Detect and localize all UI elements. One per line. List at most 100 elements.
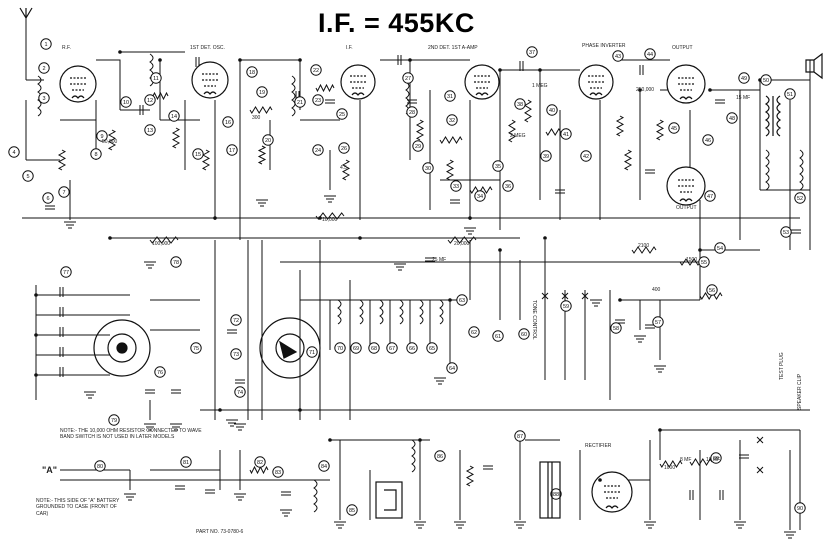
value-c-15mf: 15 MF	[736, 95, 751, 101]
callout-number-59: 59	[563, 304, 569, 310]
resistor-7	[257, 145, 267, 165]
callout-34: 34	[474, 190, 486, 202]
callout-number-85: 85	[349, 508, 355, 514]
callout-number-48: 48	[729, 116, 735, 122]
resistor-15	[508, 119, 516, 143]
callout-11: 11	[150, 72, 162, 84]
callout-number-51: 51	[787, 92, 793, 98]
callout-number-74: 74	[237, 390, 243, 396]
callout-number-25: 25	[339, 112, 345, 118]
coil-12	[313, 479, 318, 513]
callout-57: 57	[652, 316, 664, 328]
capacitor-19	[59, 327, 64, 337]
callout-number-36: 36	[505, 184, 511, 190]
callout-number-60: 60	[521, 332, 527, 338]
coil-6	[379, 299, 384, 325]
callout-number-82: 82	[257, 460, 263, 466]
ground-5	[394, 263, 406, 271]
callout-number-68: 68	[371, 346, 377, 352]
callout-24: 24	[312, 144, 324, 156]
coil-5	[359, 299, 364, 325]
tube-det-osc	[191, 61, 229, 99]
junction-dot-13	[468, 216, 472, 220]
capacitor-29	[205, 489, 215, 494]
callout-5: 5	[22, 170, 34, 182]
callout-51: 51	[784, 88, 796, 100]
value-r-10000: 10,000	[322, 217, 338, 223]
capacitor-11	[555, 189, 565, 194]
part-number: PART NO. 73-0780-6	[196, 529, 244, 535]
callout-number-33: 33	[453, 184, 459, 190]
callout-number-57: 57	[655, 320, 661, 326]
tube-output-top	[666, 64, 706, 104]
callout-number-62: 62	[471, 330, 477, 336]
junction-dot-20	[328, 438, 332, 442]
ground-22	[734, 521, 746, 529]
callout-8: 8	[90, 148, 102, 160]
junction-dot-8	[638, 88, 642, 92]
resistor-23	[631, 246, 657, 254]
ground-2	[144, 261, 156, 269]
junction-dot-4	[298, 58, 302, 62]
junction-dot-12	[318, 216, 322, 220]
callout-number-31: 31	[447, 94, 453, 100]
capacitor-30	[281, 491, 291, 496]
note-battery-ground: NOTE:- THIS SIDE OF "A" BATTERY GROUNDED…	[36, 498, 120, 517]
callout-71: 71	[306, 346, 318, 358]
battery-terminal-label: "A"	[42, 465, 58, 475]
callout-number-35: 35	[495, 164, 501, 170]
callout-number-45: 45	[671, 126, 677, 132]
label-tone-control: TONE CONTROL	[531, 300, 537, 340]
resistor-29	[659, 460, 683, 468]
callout-number-54: 54	[717, 246, 723, 252]
callout-64: 64	[446, 362, 458, 374]
value-c-8mf: 8 MF	[680, 457, 692, 463]
note-resistor-switch: NOTE:- THE 10,000 OHM RESISTOR CONNECTED…	[60, 428, 202, 441]
callout-number-52: 52	[797, 196, 803, 202]
callout-90: 90	[794, 502, 806, 514]
callout-number-44: 44	[647, 52, 653, 58]
callout-81: 81	[180, 456, 192, 468]
junction-dot-6	[498, 68, 502, 72]
callout-79: 79	[108, 414, 120, 426]
callout-number-53: 53	[783, 230, 789, 236]
callout-number-78: 78	[173, 260, 179, 266]
capacitor-6	[325, 99, 335, 104]
callout-number-79: 79	[111, 418, 117, 424]
value-r-2100: 2100	[638, 243, 650, 249]
junction-dot-11	[213, 216, 217, 220]
band-switch-wafer-left	[93, 319, 151, 377]
callout-number-70: 70	[337, 346, 343, 352]
resistor-8	[315, 83, 335, 93]
coil-11	[411, 439, 416, 473]
label-detector-tube: 2ND DET. 1ST A-AMP	[428, 45, 478, 51]
callout-18: 18	[246, 66, 258, 78]
callout-number-18: 18	[249, 70, 255, 76]
callout-number-61: 61	[495, 334, 501, 340]
callout-number-50: 50	[763, 78, 769, 84]
callout-50: 50	[760, 74, 772, 86]
capacitor-24	[227, 329, 237, 334]
resistor-12	[439, 136, 463, 144]
callout-69: 69	[350, 342, 362, 354]
output-transformer	[764, 95, 782, 137]
callout-76: 76	[154, 366, 166, 378]
callout-number-81: 81	[183, 460, 189, 466]
callout-80: 80	[94, 460, 106, 472]
junction-dot-9	[708, 88, 712, 92]
callout-number-65: 65	[429, 346, 435, 352]
callout-number-42: 42	[583, 154, 589, 160]
callout-41: 41	[560, 128, 572, 140]
callout-number-72: 72	[233, 318, 239, 324]
resistor-21	[149, 236, 179, 244]
coil-13	[765, 149, 770, 191]
callout-43: 43	[612, 50, 624, 62]
junction-dot-23	[658, 428, 662, 432]
callout-10: 10	[120, 96, 132, 108]
callout-22: 22	[310, 64, 322, 76]
callout-44: 44	[644, 48, 656, 60]
callout-40: 40	[546, 104, 558, 116]
callout-86: 86	[434, 450, 446, 462]
ground-20	[514, 521, 526, 529]
